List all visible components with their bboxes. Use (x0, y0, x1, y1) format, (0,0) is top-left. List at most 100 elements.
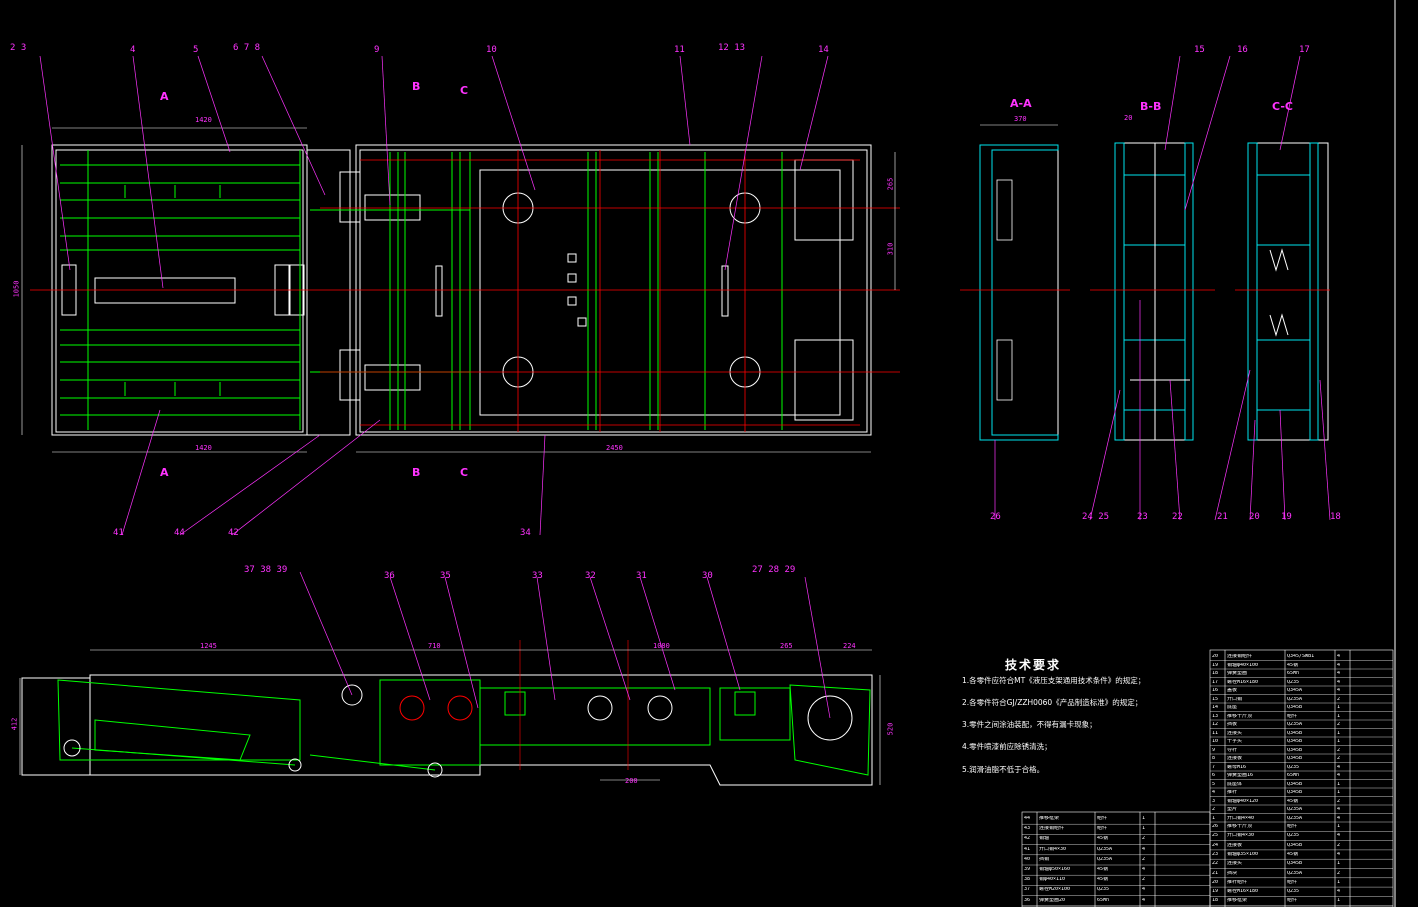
bom-cell: 4 (1337, 654, 1341, 659)
bom-cell: 9 (1212, 747, 1216, 753)
bom-cell: 1 (1337, 739, 1341, 744)
callout-26: 26 (990, 512, 1001, 522)
bom-cell: Q345B (1287, 730, 1303, 736)
bom-cell: Q345B (1287, 790, 1303, 795)
bom-cell: Q345B (1287, 739, 1303, 744)
bom-cell: 11 (1212, 730, 1219, 736)
bom-cell: Q235A (1287, 807, 1303, 812)
bom-cell: 26 (1212, 824, 1219, 829)
bom-cell: 1 (1337, 790, 1341, 795)
bom-cell: 2 (1337, 870, 1341, 876)
bom-cell: 2 (1142, 836, 1146, 842)
bom-cell: 16 (1212, 688, 1219, 693)
bom-cell: 4 (1142, 867, 1146, 872)
bom-cell: 螺栓M16×180 (1227, 679, 1259, 685)
bom-cell: 弹簧垫圈 (1227, 671, 1248, 676)
bom-cell: 推移框架 (1039, 816, 1060, 821)
bom-cell: 4 (1337, 851, 1341, 857)
bom-cell: 销φ40×110 (1039, 877, 1066, 883)
bom-cell: 42 (1024, 836, 1031, 842)
bom-cell: 37 (1024, 887, 1031, 893)
callout-19: 19 (1281, 512, 1292, 522)
bom-cell: 组件 (1097, 816, 1108, 821)
bom-cell: Q235 (1097, 887, 1110, 893)
bom-cell: 2 (1337, 798, 1341, 804)
bom-cell: 销轴φ50×160 (1039, 867, 1071, 872)
dim-height-left: 1050 (12, 280, 21, 298)
bom-cell: 挡板 (1227, 722, 1238, 727)
bom-cell: 开口销4×30 (1227, 833, 1255, 839)
tech-item-3: 3.零件之间涂油装配，不得有漏卡现象； (962, 720, 1097, 729)
bom-cell: 7 (1212, 764, 1216, 770)
bom-cell: 23 (1212, 851, 1219, 857)
bom-cell: 1 (1212, 815, 1216, 821)
bom-cell: 1 (1337, 898, 1341, 904)
bom-cell: 21 (1212, 870, 1219, 876)
bom-cell: 3 (1212, 798, 1216, 804)
bom-cell: 2 (1337, 756, 1341, 761)
bom-cell: 19 (1212, 889, 1219, 895)
bom-cell: 推移千斤顶 (1227, 824, 1253, 829)
bom-cell: 19 (1212, 662, 1219, 668)
bom-cell: 45钢 (1287, 798, 1299, 804)
tech-item-5: 5.润滑油脂不低于合格。 (962, 765, 1045, 774)
bom-cell: 2 (1337, 842, 1341, 848)
bom-cell: 螺栓M20×100 (1039, 887, 1071, 893)
bom-cell: Q235A (1287, 696, 1303, 702)
bom-cell: Q235 (1287, 889, 1300, 895)
callout-31: 31 (636, 571, 647, 581)
section-bb (1090, 142, 1215, 441)
bom-cell: Q345B (1287, 842, 1303, 848)
dim-side-3: 1080 (653, 642, 670, 650)
bom-cell: 39 (1024, 867, 1031, 872)
bom-cell: 推移框架 (1227, 898, 1248, 904)
bom-cell: 垫片 (1227, 807, 1238, 812)
bom-cell: Q345A (1287, 688, 1303, 693)
cut-label-a-bottom: A (160, 466, 169, 479)
bom-cell: 12 (1212, 722, 1219, 727)
bom-cell: 41 (1024, 846, 1031, 852)
bom-cell: 4 (1337, 833, 1341, 839)
bom-cell: 螺母M16 (1227, 764, 1247, 770)
bom-cell: 5 (1212, 781, 1216, 787)
callout-32: 32 (585, 571, 596, 581)
bom-cell: 销轴φ40×120 (1227, 798, 1259, 804)
bom-cell: 40 (1024, 856, 1031, 862)
bom-cell: Q235 (1287, 833, 1300, 839)
bom-cell: 4 (1337, 807, 1341, 812)
bom-grid (1021, 649, 1394, 907)
bom-cell: 连接销组件 (1227, 654, 1253, 659)
bom-cell: 4 (1142, 846, 1146, 852)
bom-cell: 1 (1337, 781, 1341, 787)
dim-side-6: 200 (625, 777, 638, 785)
section-aa (960, 124, 1070, 441)
bom-cell: 45钢 (1097, 877, 1109, 883)
bom-cell: Q345B (1287, 756, 1303, 761)
tech-item-1: 1.各零件应符合MT《液压支架通用技术条件》的规定； (962, 676, 1146, 685)
bom-cell: 22 (1212, 861, 1219, 867)
bom-cell: 销轴φ35×100 (1227, 851, 1259, 857)
bom-cell: 65Mn (1097, 897, 1110, 903)
bom-cell: 4 (1337, 889, 1341, 895)
bom-cell: 36 (1024, 897, 1031, 903)
bom-cell: 8 (1212, 756, 1216, 761)
bom-cell: 开口销 (1227, 696, 1243, 702)
callout-34: 34 (520, 528, 531, 538)
bom-cell: 14 (1212, 705, 1219, 710)
cut-label-c-bottom: C (460, 466, 469, 479)
callout-22: 22 (1172, 512, 1183, 522)
dim-side-1: 1245 (200, 642, 217, 650)
bom-cell: Q235A (1287, 870, 1303, 876)
bom-cell: 6 (1212, 773, 1216, 778)
bom-cell: 4 (1337, 764, 1341, 770)
bom-cell: 65Mn (1287, 773, 1300, 778)
bom-cell: 销轴 (1039, 836, 1050, 842)
bom-cell: 43 (1024, 826, 1031, 832)
callout-18: 18 (1330, 512, 1341, 522)
bom-cell: Q235A (1287, 815, 1303, 821)
bom-cell: 1 (1337, 705, 1341, 710)
bom-cell: 20 (1212, 879, 1219, 885)
callout-44: 44 (174, 528, 185, 538)
callout-20: 20 (1249, 512, 1260, 522)
